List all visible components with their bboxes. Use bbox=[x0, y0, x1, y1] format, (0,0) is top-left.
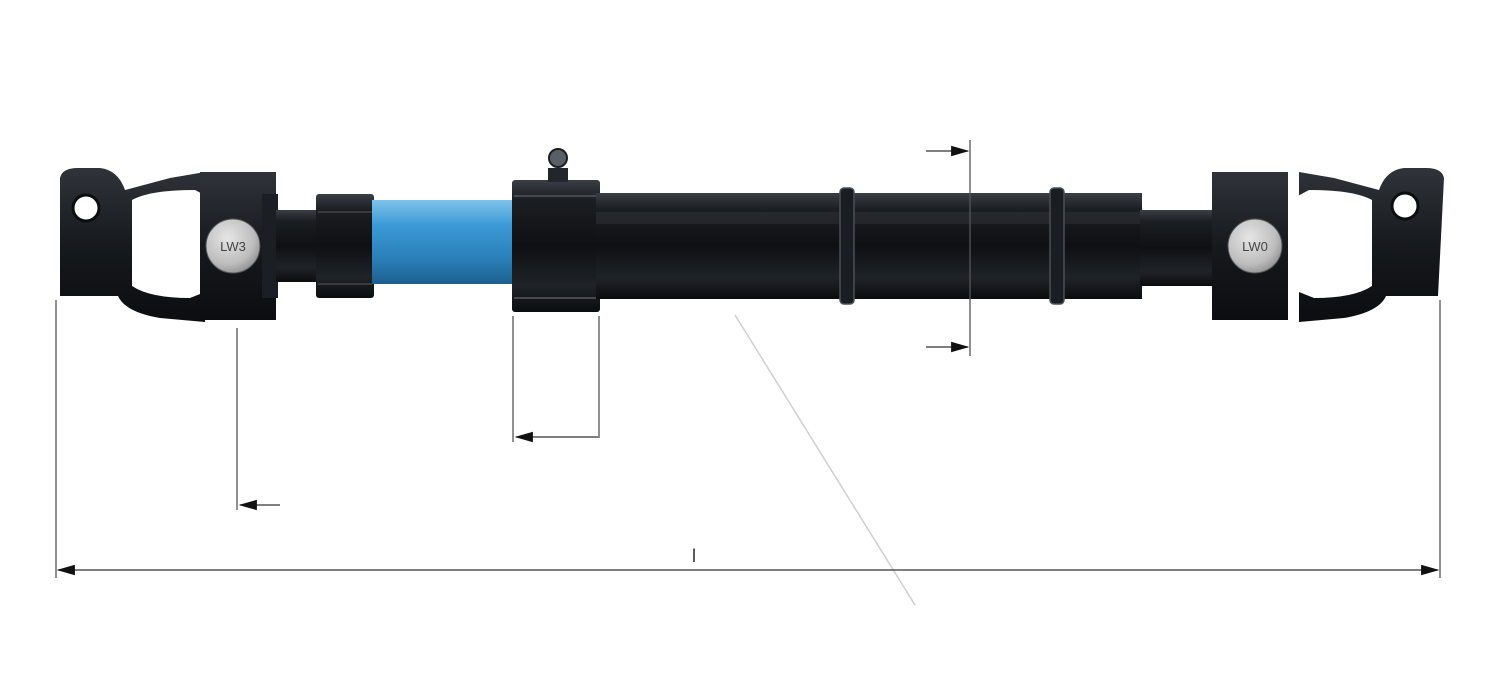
left-bearing-cap-label: LW3 bbox=[220, 239, 246, 254]
overall-length-label: l bbox=[692, 546, 696, 566]
tube-ring-2 bbox=[1049, 187, 1065, 305]
left-yoke-hole bbox=[71, 193, 101, 223]
grease-nipple-icon bbox=[548, 148, 568, 168]
right-bearing-cap: LW0 bbox=[1227, 218, 1283, 274]
dimension-lines bbox=[55, 140, 1441, 578]
left-collar bbox=[316, 194, 374, 298]
right-yoke-hole bbox=[1390, 191, 1420, 221]
tube-ring-1 bbox=[839, 187, 855, 305]
right-bearing-cap-label: LW0 bbox=[1242, 239, 1268, 254]
inner-blue-tube bbox=[372, 200, 520, 284]
left-bearing-cap: LW3 bbox=[205, 218, 261, 274]
slip-sleeve bbox=[512, 148, 600, 312]
outer-tube bbox=[596, 187, 1224, 305]
left-yoke bbox=[60, 168, 320, 322]
diagonal-guide-line bbox=[734, 314, 916, 606]
